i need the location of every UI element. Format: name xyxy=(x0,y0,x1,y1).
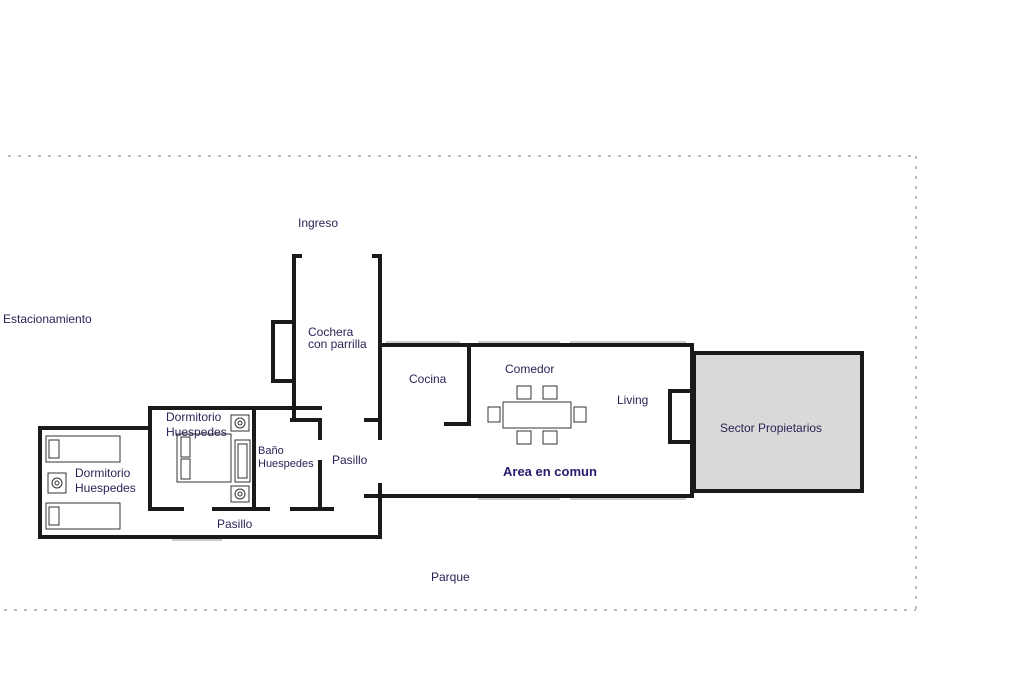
label-area-en-comun: Area en comun xyxy=(503,464,597,479)
label-parque: Parque xyxy=(431,570,470,584)
label-pasillo-bottom: Pasillo xyxy=(217,517,253,531)
label-dormitorio-left: Dormitorio xyxy=(75,466,131,480)
label-sector-propietarios: Sector Propietarios xyxy=(720,421,822,435)
label-dormitorio-top-huespedes: Huespedes xyxy=(166,425,227,439)
owner-sector-room xyxy=(692,351,864,493)
label-bano: Baño xyxy=(258,445,284,457)
double-bed xyxy=(176,433,232,483)
label-dormitorio-top: Dormitorio xyxy=(166,410,222,424)
bathroom-fixtures xyxy=(230,414,251,503)
common-area-windows xyxy=(386,341,686,500)
label-comedor: Comedor xyxy=(505,362,554,376)
label-cochera-parrilla: con parrilla xyxy=(308,337,367,351)
guest-bedroom-left-walls xyxy=(38,426,382,539)
dining-table xyxy=(487,385,587,445)
label-cochera: Cochera xyxy=(308,325,354,339)
label-estacionamiento: Estacionamiento xyxy=(3,312,92,326)
label-ingreso: Ingreso xyxy=(298,216,338,230)
label-pasillo-center: Pasillo xyxy=(332,453,368,467)
guest-bedroom-top-walls xyxy=(148,406,322,511)
common-area-walls xyxy=(378,343,694,539)
label-living: Living xyxy=(617,393,648,407)
hallway-walls xyxy=(290,418,382,511)
single-beds xyxy=(45,435,121,530)
label-cocina: Cocina xyxy=(409,372,447,386)
property-boundary xyxy=(4,155,917,611)
label-dormitorio-left-huespedes: Huespedes xyxy=(75,481,136,495)
label-bano-huespedes: Huespedes xyxy=(258,458,314,470)
